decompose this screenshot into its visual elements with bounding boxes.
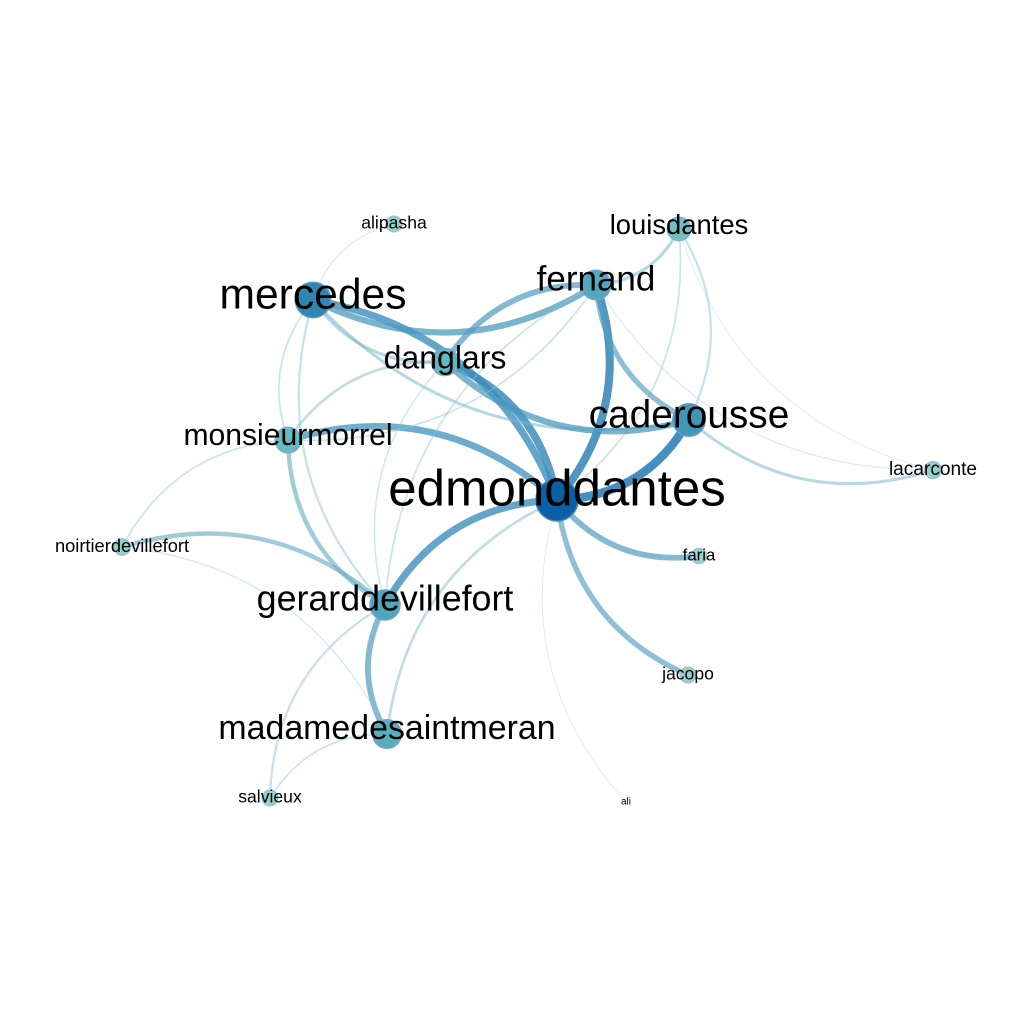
- node-louisdantes: [666, 216, 692, 242]
- node-gerarddevillefort: [369, 589, 401, 621]
- edge-edmonddantes-faria: [554, 497, 702, 561]
- edge-edmonddantes-madamedesaintmeran: [385, 498, 559, 736]
- edge-fernand-gerarddevillefort: [384, 284, 597, 606]
- edge-madamedesaintmeran-salvieux: [269, 733, 388, 799]
- edge-fernand-lacarconte: [595, 284, 934, 471]
- node-fernand: [580, 269, 612, 301]
- edge-caderousse-louisdantes: [677, 227, 713, 422]
- edge-danglars-caderousse: [441, 358, 693, 435]
- edge-danglars-gerarddevillefort: [373, 361, 446, 606]
- node-faria: [690, 547, 708, 565]
- node-danglars: [430, 347, 460, 377]
- edge-gerarddevillefort-madamedesaintmeran: [365, 602, 390, 737]
- edge-monsieurmorrel-fernand: [287, 284, 597, 442]
- edge-edmonddantes-louisdantes: [556, 228, 682, 501]
- edge-mercedes-fernand: [309, 281, 600, 336]
- node-alipasha: [385, 215, 403, 233]
- node-noirtierdevillefort: [113, 538, 131, 556]
- edge-edmonddantes-ali: [541, 499, 627, 803]
- node-mercedes: [294, 281, 332, 319]
- edge-fernand-danglars: [442, 281, 599, 365]
- edge-monsieurmorrel-gerarddevillefort: [285, 437, 388, 608]
- edges-layer: [119, 223, 935, 803]
- edge-edmonddantes-fernand: [552, 280, 614, 505]
- node-monsieurmorrel: [274, 426, 302, 454]
- node-jacopo: [679, 666, 697, 684]
- edge-louisdantes-lacarconte: [678, 228, 934, 471]
- edge-edmonddantes-monsieurmorrel: [284, 423, 561, 504]
- node-madamedesaintmeran: [371, 718, 403, 750]
- edge-monsieurmorrel-noirtierdevillefort: [121, 439, 289, 548]
- edge-fernand-caderousse: [593, 282, 692, 423]
- edge-gerarddevillefort-salvieux: [268, 603, 387, 800]
- edge-gerarddevillefort-noirtierdevillefort: [119, 531, 388, 608]
- node-edmonddantes: [535, 478, 579, 522]
- edge-madamedesaintmeran-noirtierdevillefort: [121, 546, 388, 735]
- edge-edmonddantes-jacopo: [554, 497, 691, 678]
- edge-edmonddantes-gerarddevillefort: [381, 496, 561, 609]
- node-lacarconte: [923, 460, 943, 480]
- edge-caderousse-lacarconte: [687, 418, 935, 486]
- edge-mercedes-gerarddevillefort: [297, 298, 387, 607]
- node-salvieux: [261, 789, 279, 807]
- node-caderousse: [672, 403, 706, 437]
- nodes-layer: [113, 215, 943, 807]
- edge-danglars-monsieurmorrel: [286, 360, 447, 442]
